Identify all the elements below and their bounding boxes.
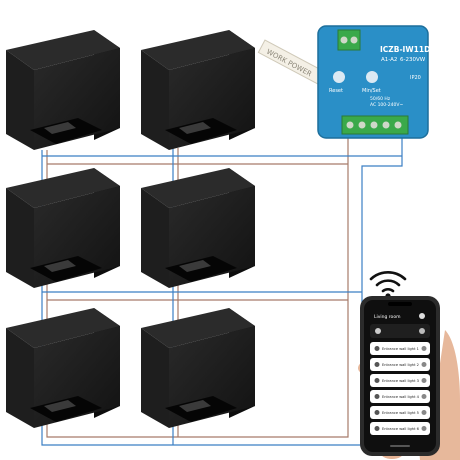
svg-text:Entrance wall light 6: Entrance wall light 6 (382, 427, 420, 431)
wifi-signal-icon (369, 271, 407, 299)
freq-label: 50/60 Hz (370, 96, 391, 102)
module-model: ICZB-IW11D (380, 45, 430, 54)
wall-lamp-4 (141, 168, 255, 288)
wall-lamp-6 (141, 308, 255, 428)
home-indicator (390, 445, 410, 447)
smartphone: Living room Entrance wall light 1 Entran… (360, 296, 440, 456)
phone-header-icon (419, 313, 425, 319)
svg-text:Entrance wall light 1: Entrance wall light 1 (382, 347, 419, 351)
top-terminal (337, 29, 361, 51)
brown-wire (46, 138, 349, 438)
mode-label: Min/Set (362, 88, 381, 94)
wall-lamp-5 (6, 308, 120, 428)
dimmer-module: WORK POWER ICZB-IW11D A1-A2 6-230VW Rese… (257, 25, 430, 139)
wall-lamp-1 (6, 30, 120, 150)
reset-label: Reset (329, 88, 343, 94)
input-label: AC 100-240V~ (370, 102, 403, 108)
module-voltage: 6-230VW (400, 57, 426, 63)
list-item[interactable]: Entrance wall light 4 (370, 390, 430, 403)
svg-text:Entrance wall light 3: Entrance wall light 3 (382, 379, 419, 383)
list-item[interactable]: Entrance wall light 3 (370, 374, 430, 387)
svg-text:Entrance wall light 5: Entrance wall light 5 (382, 411, 419, 415)
wall-lamp-2 (141, 30, 255, 150)
phone-top-card (370, 324, 430, 338)
module-channels: A1-A2 (381, 57, 397, 63)
svg-text:Entrance wall light 2: Entrance wall light 2 (382, 363, 419, 367)
list-item[interactable]: Entrance wall light 1 (370, 342, 430, 355)
list-item[interactable]: Entrance wall light 2 (370, 358, 430, 371)
phone-header: Living room (374, 314, 400, 320)
wall-lamp-3 (6, 168, 120, 288)
ip-label: IP20 (410, 75, 421, 81)
phone-device-list: Entrance wall light 1 Entrance wall ligh… (370, 342, 430, 435)
list-item[interactable]: Entrance wall light 6 (370, 422, 430, 435)
svg-text:Entrance wall light 4: Entrance wall light 4 (382, 395, 420, 399)
list-item[interactable]: Entrance wall light 5 (370, 406, 430, 419)
wall-lamps (6, 30, 255, 428)
